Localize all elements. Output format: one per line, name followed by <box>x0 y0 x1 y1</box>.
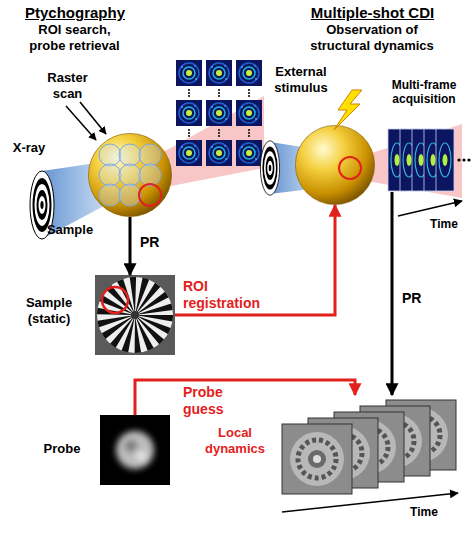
raster-positions <box>99 144 161 206</box>
annotation: Raster scan <box>40 70 95 101</box>
sphere-shape <box>295 125 375 205</box>
image-stack: Local dynamics <box>280 395 462 500</box>
dynamics-stack <box>282 400 456 494</box>
gold-sphere <box>295 125 374 204</box>
probe-position <box>139 184 161 206</box>
probe-image: Probe <box>100 415 170 485</box>
diffraction-frames <box>388 129 471 191</box>
axis-label: Time <box>424 217 464 231</box>
node-label: Local dynamics <box>198 425 272 456</box>
edge-label: Probe guess <box>183 384 245 418</box>
scan-arrow <box>66 106 96 140</box>
node-label: Sample (static) <box>13 295 85 326</box>
diffraction-grid <box>176 60 262 166</box>
flow-arrow <box>175 205 335 315</box>
section-subheading: Observation of structural dynamics <box>297 22 447 53</box>
axis-label: Time <box>404 505 444 519</box>
sample-sphere: External stimulus <box>295 125 375 205</box>
edge-label: ROI registration <box>183 278 283 312</box>
probe-position <box>339 157 361 179</box>
diffraction-cone <box>140 96 264 192</box>
zone-plate <box>260 141 279 195</box>
scan-arrow <box>80 102 106 134</box>
node-label: Sample <box>40 222 100 238</box>
section-heading: Multiple-shot CDI <box>285 4 460 22</box>
frame-stack: Multi-frame acquisition <box>386 128 466 192</box>
node-label: Multi-frame acquisition <box>378 78 470 107</box>
gold-sphere <box>88 133 171 216</box>
flow-arrow <box>391 192 394 395</box>
section-heading: Ptychography <box>10 4 140 22</box>
time-axis <box>398 201 462 216</box>
edge-label: PR <box>140 234 174 251</box>
sample-image: Sample (static) <box>95 275 175 355</box>
edge-label: PR <box>402 290 436 307</box>
flow-arrow <box>129 217 132 275</box>
node-label: External stimulus <box>263 64 339 95</box>
probe-image <box>100 415 170 485</box>
beam-label: X-ray <box>4 140 54 156</box>
node-label: Probe <box>32 441 92 457</box>
section-subheading: ROI search, probe retrieval <box>22 22 127 53</box>
flow-arrow <box>135 380 355 415</box>
lightning-bolt <box>334 90 362 130</box>
siemens-star-image <box>95 275 175 355</box>
